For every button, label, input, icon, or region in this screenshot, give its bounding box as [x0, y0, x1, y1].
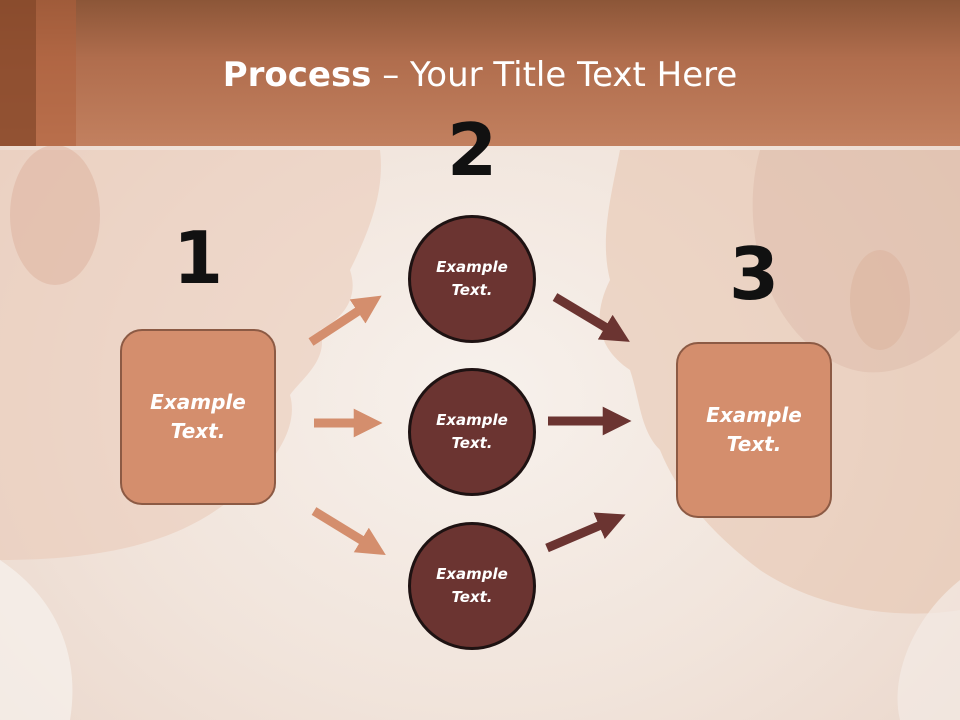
- step-number-2: 2: [446, 108, 498, 192]
- arrow-to-circle-3: [311, 507, 386, 556]
- right-step-box: Example Text.: [676, 342, 832, 518]
- header-accent-stripe-light: [36, 0, 76, 146]
- circle-step-3: Example Text.: [408, 522, 536, 650]
- circle-step-1: Example Text.: [408, 215, 536, 343]
- left-box-line-1: Example: [150, 390, 246, 414]
- right-box-line-1: Example: [706, 403, 802, 427]
- header-accent-stripe: [0, 0, 36, 146]
- right-box-line-2: Text.: [726, 432, 782, 456]
- circle-3-line-1: Example: [436, 565, 508, 583]
- step-number-1: 1: [172, 216, 224, 300]
- title-bar: [0, 0, 960, 146]
- circle-2-line-1: Example: [436, 411, 508, 429]
- left-step-box: Example Text.: [120, 329, 276, 505]
- title-rest: – Your Title Text Here: [371, 55, 738, 95]
- circle-2-line-2: Text.: [451, 434, 493, 452]
- step-number-3: 3: [728, 232, 780, 316]
- slide-title: Process – Your Title Text Here: [0, 54, 960, 96]
- circle-3-line-2: Text.: [451, 588, 493, 606]
- arrow-from-circle-1: [552, 293, 630, 342]
- left-box-line-2: Text.: [170, 419, 226, 443]
- title-bold: Process: [222, 55, 372, 95]
- circle-step-2: Example Text.: [408, 368, 536, 496]
- circle-1-line-1: Example: [436, 258, 508, 276]
- circle-1-line-2: Text.: [451, 281, 493, 299]
- arrow-from-circle-3: [545, 512, 626, 553]
- arrow-to-circle-1: [308, 295, 382, 346]
